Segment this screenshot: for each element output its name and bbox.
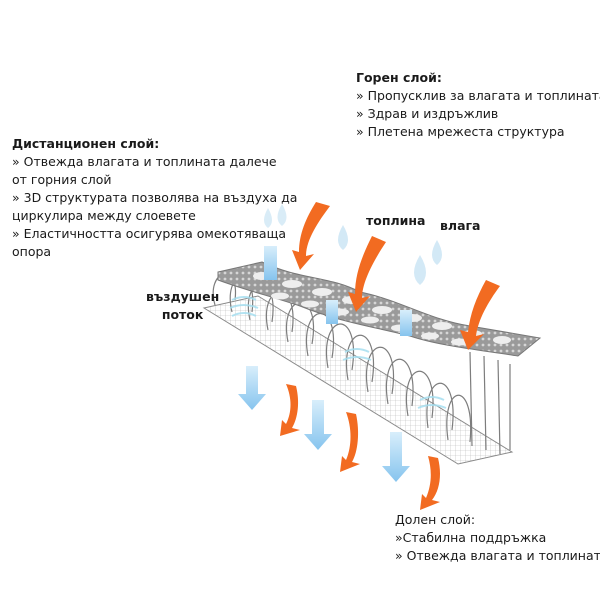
airflow-waves bbox=[229, 296, 447, 409]
heat-arrows bbox=[280, 202, 500, 510]
spacer-layer-line: » Еластичността осигурява омекотяваща bbox=[12, 226, 287, 241]
droplet-icon bbox=[277, 204, 287, 226]
airflow-label-line: въздушен bbox=[146, 289, 220, 304]
top-layer-description: Горен слой: » Пропусклив за влагата и то… bbox=[356, 69, 600, 141]
moisture-label: влага bbox=[440, 218, 481, 233]
air-arrow-icon bbox=[400, 310, 412, 336]
heat-arrow-icon bbox=[280, 384, 300, 436]
airflow-label-line: поток bbox=[161, 307, 204, 322]
droplet-icon bbox=[414, 255, 426, 285]
spacer-layer-title: Дистанционен слой: bbox=[12, 136, 160, 151]
bottom-layer-title: Долен слой: bbox=[395, 512, 476, 527]
droplet-icon bbox=[338, 225, 348, 250]
droplet-icon bbox=[264, 208, 272, 228]
spacer-layer-line: » 3D структурата позволява на въздуха да bbox=[12, 190, 298, 205]
airflow-label: въздушен поток bbox=[146, 288, 219, 324]
top-layer-item: » Здрав и издръжлив bbox=[356, 106, 499, 121]
air-arrow-icon bbox=[238, 366, 266, 410]
heat-arrow-icon bbox=[348, 236, 386, 312]
air-arrow-icon bbox=[326, 300, 338, 324]
air-arrow-icon bbox=[382, 432, 410, 482]
droplet-icon bbox=[432, 240, 442, 265]
heat-arrow-icon bbox=[340, 412, 360, 472]
bottom-mesh-layer bbox=[202, 295, 514, 465]
moisture-droplets bbox=[264, 204, 442, 285]
heat-label: топлина bbox=[366, 213, 426, 228]
heat-arrow-icon bbox=[292, 202, 330, 270]
spacer-layer-line: от горния слой bbox=[12, 172, 112, 187]
bottom-layer-item: »Стабилна поддръжка bbox=[395, 530, 547, 545]
bottom-layer-item: » Отвежда влагата и топлината bbox=[395, 548, 600, 563]
top-layer-item: » Плетена мрежеста структура bbox=[356, 124, 565, 139]
spacer-layer-line: опора bbox=[12, 244, 52, 259]
heat-arrow-icon bbox=[460, 280, 500, 350]
air-arrows bbox=[238, 246, 412, 482]
air-arrow-icon bbox=[264, 246, 277, 280]
bottom-layer-description: Долен слой: »Стабилна поддръжка » Отвежд… bbox=[395, 511, 600, 565]
spacer-layer-line: циркулира между слоевете bbox=[12, 208, 196, 223]
top-layer-title: Горен слой: bbox=[356, 70, 442, 85]
air-arrow-icon bbox=[304, 400, 332, 450]
spacer-layer-description: Дистанционен слой: » Отвежда влагата и т… bbox=[12, 135, 297, 261]
spacer-layer-line: » Отвежда влагата и топлината далече bbox=[12, 154, 277, 169]
heat-arrow-icon bbox=[420, 456, 440, 510]
top-layer-item: » Пропусклив за влагата и топлината bbox=[356, 88, 600, 103]
